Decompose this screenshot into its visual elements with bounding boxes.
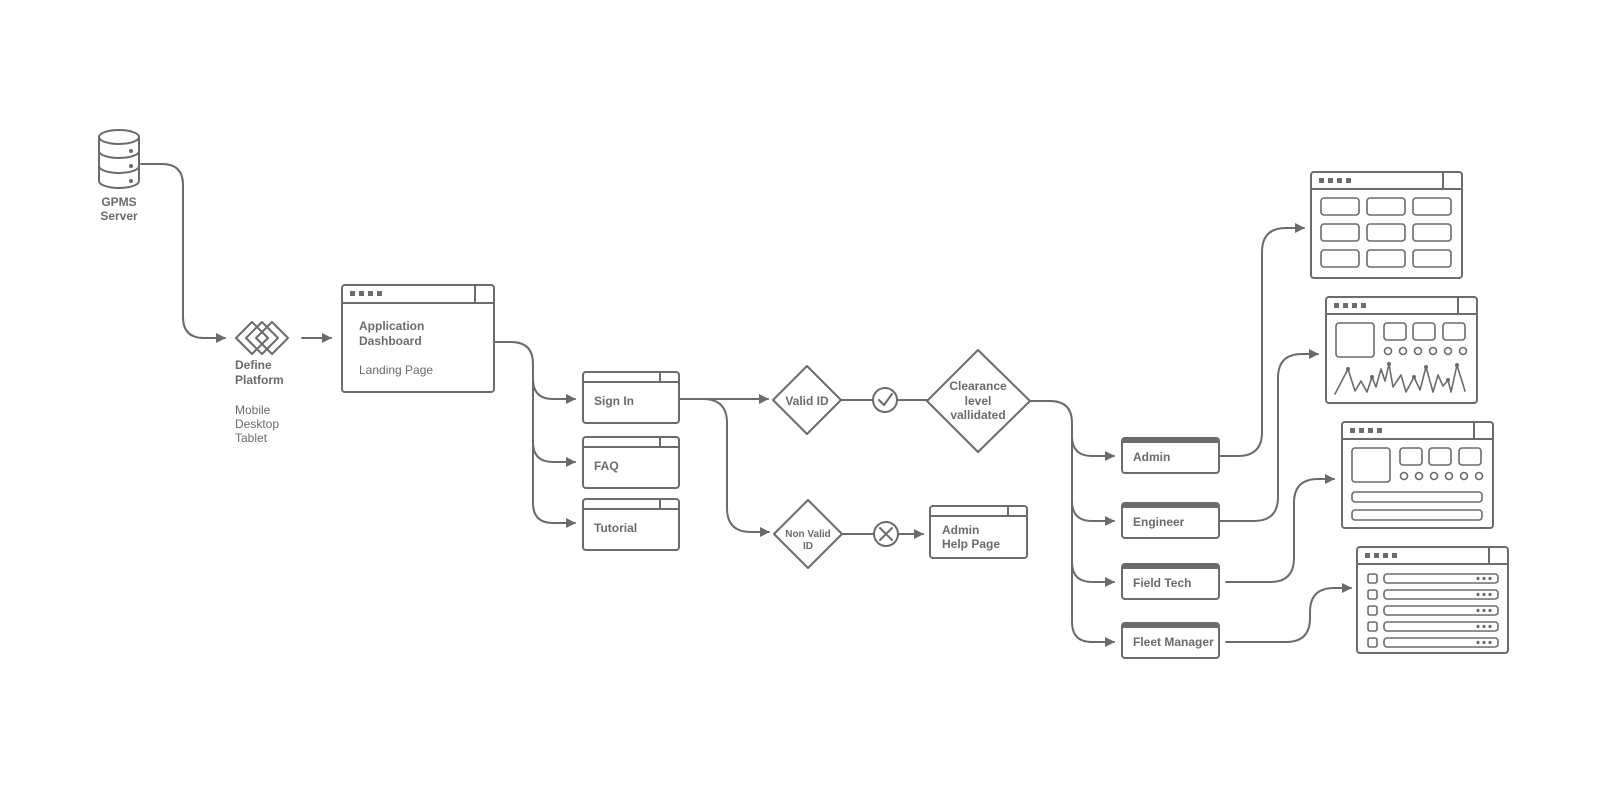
fleet-manager-list-screen: [1356, 546, 1509, 654]
sign-in-page[interactable]: [582, 371, 680, 424]
valid-id-diamond: [772, 365, 842, 435]
tutorial-page[interactable]: [582, 498, 680, 551]
dashboard-to-pages-connectors: [493, 341, 576, 528]
field-tech-role-box[interactable]: [1121, 563, 1220, 600]
field-tech-role-label: Field Tech: [1133, 576, 1191, 590]
server-to-platform-connector: [140, 163, 226, 343]
tutorial-label: Tutorial: [594, 521, 637, 535]
clearance-label-line3: vallidated: [950, 408, 1005, 422]
admin-help-page[interactable]: [929, 505, 1028, 559]
admin-help-label-line1: Admin: [942, 523, 979, 537]
faq-label: FAQ: [594, 459, 619, 473]
admin-grid-screen: [1310, 171, 1463, 279]
check-circle-icon: [872, 387, 898, 413]
dashboard-title-line1: Application: [359, 319, 424, 333]
roles-to-screens-connectors: [1218, 223, 1352, 643]
dashboard-window[interactable]: [341, 284, 495, 393]
admin-role-label: Admin: [1133, 450, 1170, 464]
non-valid-label-line1: Non Valid: [785, 529, 831, 540]
clearance-label-line1: Clearance: [949, 379, 1007, 393]
x-circle-icon: [873, 521, 899, 547]
engineer-role-label: Engineer: [1133, 515, 1185, 529]
dashboard-title-line2: Dashboard: [359, 334, 422, 348]
server-label-line2: Server: [100, 209, 138, 223]
sign-in-to-validation-connectors: [678, 394, 770, 537]
stacked-diamonds-icon: [235, 321, 289, 355]
clearance-to-roles-connectors: [1029, 400, 1115, 647]
admin-help-label-line2: Help Page: [942, 537, 1000, 551]
non-valid-label-line2: ID: [803, 541, 813, 552]
valid-id-label: Valid ID: [785, 394, 829, 408]
server-label-line1: GPMS: [101, 195, 136, 209]
field-tech-form-screen: [1341, 421, 1494, 529]
fleet-manager-role-label: Fleet Manager: [1133, 635, 1214, 649]
platform-option-mobile: Mobile: [235, 403, 271, 417]
database-icon: [98, 129, 140, 189]
platform-option-desktop: Desktop: [235, 417, 279, 431]
faq-page[interactable]: [582, 436, 680, 489]
clearance-label-line2: level: [965, 394, 992, 408]
non-valid-id-diamond: [773, 499, 843, 569]
platform-label-line1: Define: [235, 358, 272, 372]
fleet-manager-role-box[interactable]: [1121, 622, 1220, 659]
engineer-analytics-screen: [1325, 296, 1478, 404]
dashboard-subtitle: Landing Page: [359, 363, 433, 377]
sign-in-label: Sign In: [594, 394, 634, 408]
clearance-diamond: [926, 349, 1031, 453]
platform-option-tablet: Tablet: [235, 431, 268, 445]
platform-label-line2: Platform: [235, 373, 284, 387]
